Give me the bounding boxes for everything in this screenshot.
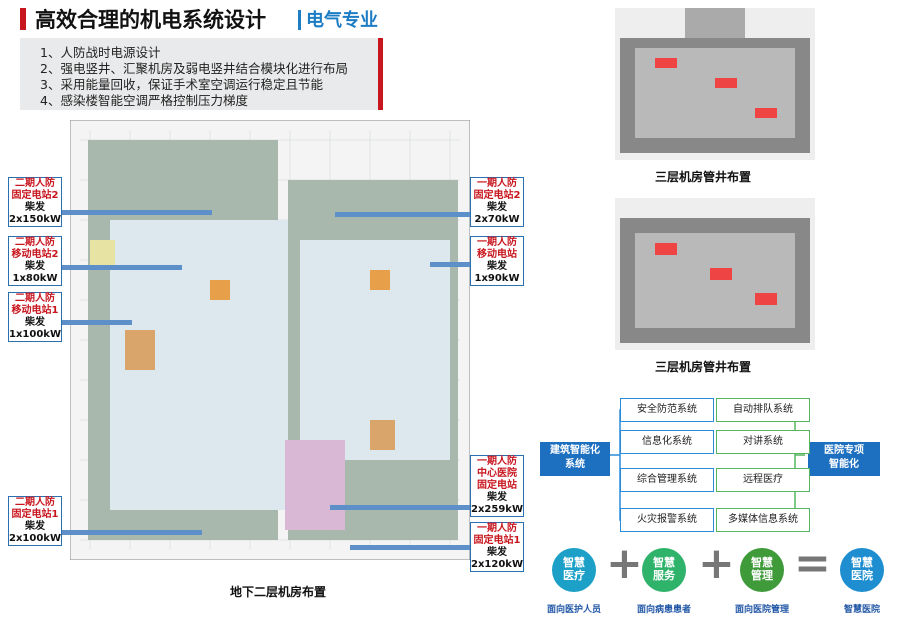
title-accent-bar [20, 8, 26, 30]
circle-caption: 面向医院管理 [734, 605, 789, 615]
arrow [62, 210, 212, 215]
smart-management-circle: 智慧 管理 [740, 548, 784, 592]
generator-spec: 柴发 2x70kW [474, 202, 520, 225]
circle-caption: 面向医护人员 [546, 605, 601, 615]
generator-label-right-3: 一期人防 中心医院 固定电站柴发 2x259kW [470, 455, 524, 517]
equals-sign: = [794, 538, 831, 589]
station-name: 一期人防 中心医院 固定电站 [477, 456, 517, 491]
system-informatization: 信息化系统 [620, 430, 714, 454]
page-title: 高效合理的机电系统设计 [35, 8, 266, 32]
floorplan-caption: 地下二层机房布置 [230, 585, 327, 599]
plus-sign: + [698, 538, 735, 589]
generator-spec: 柴发 1x80kW [12, 261, 58, 284]
system-telemedicine: 远程医疗 [716, 468, 810, 492]
shaft-caption-bottom: 三层机房管井布置 [655, 360, 752, 374]
station-name: 二期人防 移动电站1 [11, 293, 59, 316]
circle-caption: 智慧医院 [843, 605, 880, 615]
system-queue: 自动排队系统 [716, 398, 810, 422]
shaft-caption-top: 三层机房管井布置 [655, 170, 752, 184]
notes-panel: 1、人防战时电源设计 2、强电竖井、汇聚机房及弱电竖井结合模块化进行布局 3、采… [20, 38, 382, 110]
station-name: 二期人防 移动电站2 [11, 237, 59, 260]
generator-spec: 柴发 2x100kW [9, 521, 61, 544]
arrow [62, 530, 202, 535]
arrow [62, 265, 182, 270]
arrow [335, 212, 470, 217]
arrow [62, 320, 132, 325]
system-multimedia: 多媒体信息系统 [716, 508, 810, 532]
smart-care-circle: 智慧 医疗 [552, 548, 596, 592]
hospital-intelligence-node: 医院专项 智能化 [808, 442, 880, 476]
note-item: 1、人防战时电源设计 [40, 45, 161, 60]
building-intelligence-node: 建筑智能化 系统 [540, 442, 610, 476]
system-management: 综合管理系统 [620, 468, 714, 492]
generator-spec: 柴发 2x150kW [9, 202, 61, 225]
system-security: 安全防范系统 [620, 398, 714, 422]
generator-spec: 柴发 1x90kW [474, 261, 520, 284]
system-fire-alarm: 火灾报警系统 [620, 508, 714, 532]
system-intercom: 对讲系统 [716, 430, 810, 454]
page-subtitle: 电气专业 [306, 10, 378, 31]
shaft-plan-bottom [615, 198, 815, 350]
generator-spec: 柴发 2x120kW [471, 547, 523, 570]
station-name: 二期人防 固定电站2 [11, 178, 59, 201]
generator-spec: 柴发 1x100kW [9, 317, 61, 340]
notes-accent [378, 38, 383, 110]
arrow [430, 262, 470, 267]
note-item: 2、强电竖井、汇聚机房及弱电竖井结合模块化进行布局 [40, 61, 348, 76]
station-name: 一期人防 固定电站2 [473, 178, 521, 201]
station-name: 一期人防 固定电站1 [473, 523, 521, 546]
plus-sign: + [606, 538, 643, 589]
generator-label-right-2: 一期人防 移动电站柴发 1x90kW [470, 236, 524, 286]
station-name: 二期人防 固定电站1 [11, 497, 59, 520]
shaft-plan-top [615, 8, 815, 160]
generator-spec: 柴发 2x259kW [471, 492, 523, 515]
subtitle-accent-bar [298, 10, 301, 30]
smart-service-circle: 智慧 服务 [642, 548, 686, 592]
note-item: 4、感染楼智能空调严格控制压力梯度 [40, 93, 248, 108]
note-item: 3、采用能量回收，保证手术室空调运行稳定且节能 [40, 77, 323, 92]
arrow [350, 545, 470, 550]
station-name: 一期人防 移动电站 [477, 237, 517, 260]
floorplan-b2 [70, 120, 470, 560]
circle-caption: 面向病患患者 [636, 605, 691, 615]
arrow [330, 505, 470, 510]
smart-hospital-circle: 智慧 医院 [840, 548, 884, 592]
